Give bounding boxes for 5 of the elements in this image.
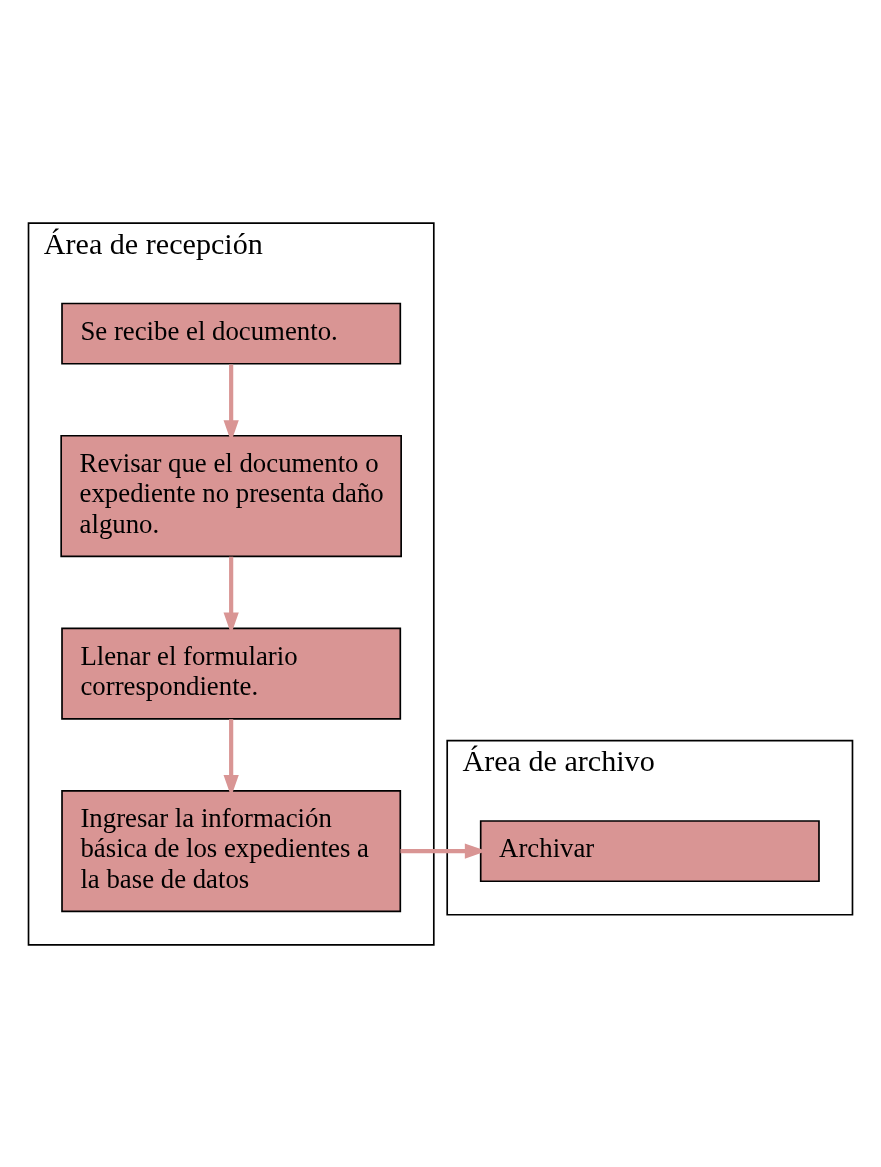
node-box: Revisar que el documento o expediente no presenta daño alguno. bbox=[60, 434, 402, 557]
node-box: Archivar bbox=[479, 819, 820, 882]
node-box: Se recibe el documento. bbox=[61, 302, 402, 365]
node-box: Llenar el formulario correspondiente. bbox=[61, 627, 402, 720]
node-box: Ingresar la información básica de los expedientes a la base de datos bbox=[61, 789, 402, 912]
